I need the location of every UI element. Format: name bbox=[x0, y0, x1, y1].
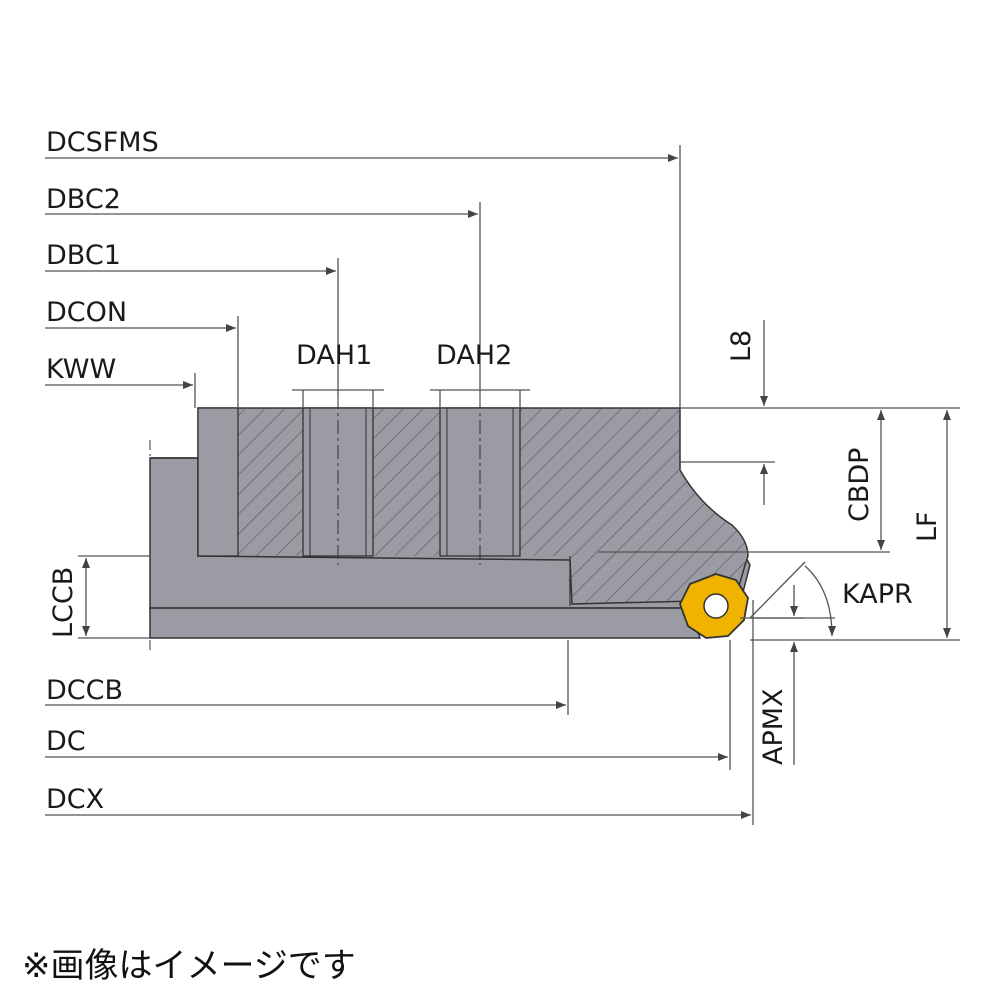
label-dbc1: DBC1 bbox=[46, 240, 121, 271]
label-dcx: DCX bbox=[46, 784, 104, 815]
label-kww: KWW bbox=[46, 354, 116, 385]
label-cbdp: CBDP bbox=[844, 448, 875, 522]
label-kapr: KAPR bbox=[842, 579, 913, 610]
cutting-insert bbox=[679, 573, 749, 639]
label-dah2: DAH2 bbox=[436, 340, 512, 371]
label-lf: LF bbox=[912, 511, 943, 542]
label-dccb: DCCB bbox=[46, 675, 123, 706]
label-apmx: APMX bbox=[758, 688, 789, 765]
label-dcsfms: DCSFMS bbox=[46, 127, 159, 158]
body-bottom-strip bbox=[149, 607, 702, 639]
dimension-lines bbox=[45, 145, 960, 825]
label-dah1: DAH1 bbox=[296, 340, 372, 371]
label-lccb: LCCB bbox=[48, 567, 79, 638]
label-dc: DC bbox=[46, 726, 86, 757]
dimension-labels: DCSFMS DBC2 DBC1 DCON KWW DAH1 DAH2 KAPR… bbox=[46, 127, 943, 815]
label-dbc2: DBC2 bbox=[46, 184, 121, 215]
image-disclaimer-note: ※画像はイメージです bbox=[22, 946, 356, 986]
label-dcon: DCON bbox=[46, 297, 127, 328]
key-way bbox=[197, 407, 239, 557]
label-l8: L8 bbox=[726, 330, 757, 362]
tool-body bbox=[149, 395, 751, 652]
